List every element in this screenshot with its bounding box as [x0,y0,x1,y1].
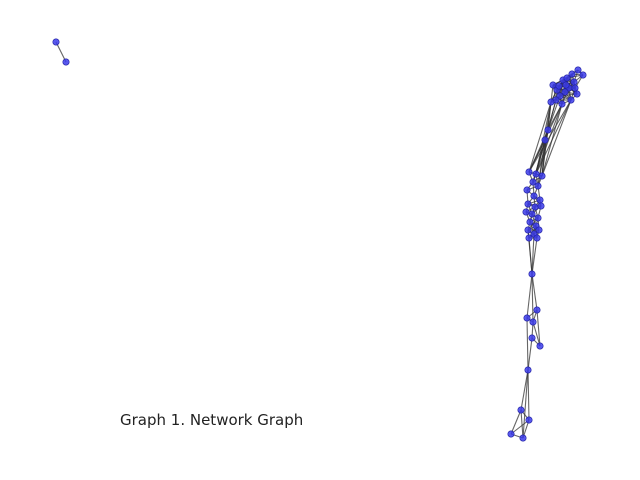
graph-node [562,81,570,89]
graph-node [537,202,545,210]
graph-node [533,234,541,242]
graph-nodes [52,38,587,442]
graph-node [573,90,581,98]
graph-node [528,334,536,342]
graph-node [533,306,541,314]
graph-node [522,208,530,216]
graph-edge [528,99,572,173]
graph-node [525,234,533,242]
graph-node [538,172,546,180]
graph-node [541,136,549,144]
graph-caption: Graph 1. Network Graph [120,411,304,429]
graph-node [561,88,569,96]
graph-edge [526,317,529,371]
graph-edge [520,369,529,411]
graph-node [535,226,543,234]
graph-edge [531,233,535,275]
graph-node [517,406,525,414]
graph-edge [527,369,530,421]
graph-node [544,126,552,134]
graph-node [529,178,537,186]
graph-node [567,96,575,104]
graph-node [532,170,540,178]
graph-edge [535,99,572,175]
graph-edge [536,309,541,347]
graph-edge [55,41,67,63]
graph-edge [510,419,530,435]
graph-edge [535,103,563,175]
graph-node [536,342,544,350]
graph-edge [522,369,529,439]
graph-node [531,203,539,211]
graph-node [525,168,533,176]
graph-node [547,98,555,106]
graph-node [507,430,515,438]
graph-node [534,182,542,190]
graph-edge [528,101,552,173]
graph-node [568,70,576,78]
graph-edge [531,273,538,311]
graph-node [579,71,587,79]
graph-edges [55,41,584,439]
graph-node [528,270,536,278]
graph-node [574,66,582,74]
graph-node [571,84,579,92]
graph-node [524,366,532,374]
graph-edge [520,409,524,439]
graph-edge [510,409,522,435]
graph-node [555,82,563,90]
graph-node [519,434,527,442]
graph-node [528,210,536,218]
graph-node [523,314,531,322]
graph-edge [526,273,533,319]
graph-node [536,196,544,204]
graph-node [524,200,532,208]
graph-node [529,318,537,326]
graph-node [525,416,533,424]
graph-node [62,58,70,66]
graph-node [558,100,566,108]
graph-node [534,214,542,222]
graph-node [526,218,534,226]
graph-node [524,226,532,234]
graph-node [563,74,571,82]
graph-node [52,38,60,46]
graph-node [523,186,531,194]
graph-edge [541,99,572,177]
graph-edge [527,337,533,371]
graph-edge [532,321,541,347]
graph-node [570,78,578,86]
graph-node [530,192,538,200]
